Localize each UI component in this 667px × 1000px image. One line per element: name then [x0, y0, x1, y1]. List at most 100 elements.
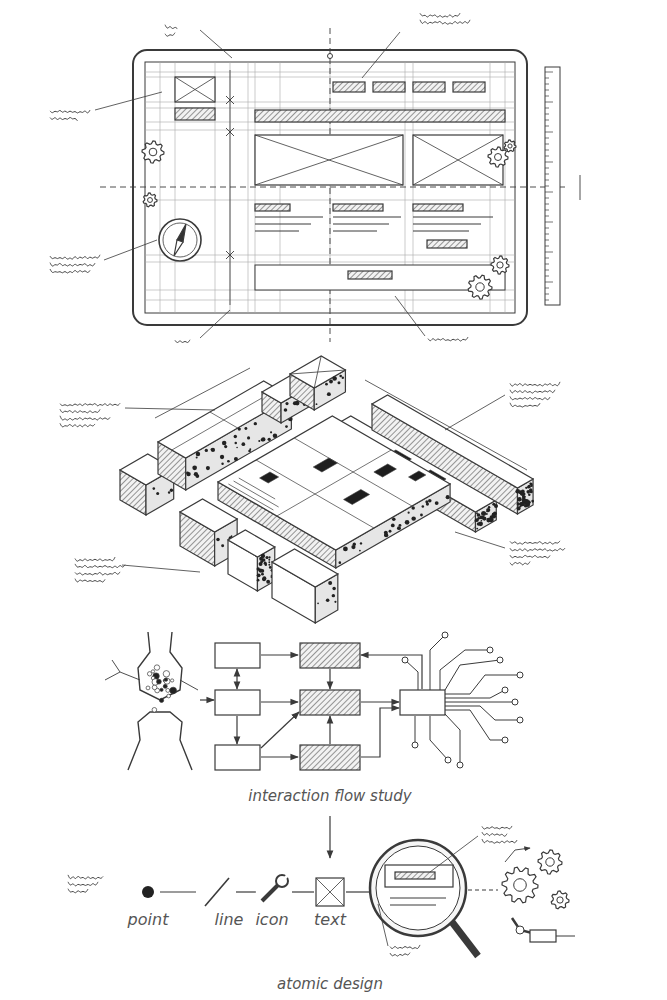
handwriting-scribble [390, 953, 410, 956]
annotation-mark [580, 175, 581, 200]
ruler-tick [545, 258, 549, 259]
atom-label: line [212, 910, 247, 929]
grid-line [145, 255, 515, 256]
robot-cable [556, 936, 575, 937]
iso-block [218, 416, 450, 568]
iso-face-top [180, 499, 237, 532]
texture-dot [519, 505, 521, 507]
flow-box [215, 745, 260, 770]
texture-dot [192, 466, 197, 471]
texture-dot [266, 557, 268, 559]
gear-hub [497, 262, 503, 268]
circuit-pad [457, 762, 463, 768]
iso-grid-line [256, 460, 374, 528]
circuit-pad [487, 647, 493, 653]
ruler-tick [545, 276, 549, 277]
iso-face-top [272, 549, 338, 587]
ruler-tick [545, 180, 549, 181]
texture-dot [525, 487, 527, 489]
leader-line [200, 310, 230, 338]
texture-dot [285, 402, 288, 405]
texture-dot [242, 442, 246, 446]
texture-dot [244, 427, 247, 430]
texture-dot [205, 449, 208, 452]
dashed-link [468, 889, 498, 890]
texture-dot [527, 486, 529, 488]
flow-box [215, 643, 260, 668]
texture-dot [261, 554, 265, 558]
leader-line [95, 92, 162, 110]
texture-dot [273, 434, 277, 438]
texture-dot [486, 518, 491, 523]
texture-dot [222, 441, 227, 446]
ruler-tick [545, 264, 549, 265]
nav-item [373, 82, 405, 92]
texture-dot [261, 437, 265, 441]
gear-icon [502, 867, 538, 903]
texture-dot [211, 448, 215, 452]
handwriting-scribble [75, 579, 105, 582]
grid-line [248, 62, 249, 313]
ruler-tick [545, 72, 553, 73]
flow-box [400, 690, 445, 715]
texture-dot [334, 601, 336, 603]
text-line [255, 217, 323, 218]
texture-dot [476, 528, 478, 530]
circuit-pad [497, 657, 503, 663]
flow-study [105, 632, 523, 858]
gear-hub [148, 198, 153, 203]
texture-dot [254, 422, 257, 425]
texture-dot [186, 472, 189, 475]
atom-label: point [125, 910, 172, 929]
texture-dot [238, 427, 241, 430]
ruler-tick [545, 132, 553, 133]
texture-dot [257, 573, 261, 577]
texture-dot [481, 511, 485, 515]
texture-dot [397, 526, 401, 530]
texture-dot [411, 506, 415, 510]
texture-dot [261, 569, 265, 573]
handwriting-scribble [420, 13, 460, 17]
ruler-tick [545, 294, 549, 295]
flow-arrow [236, 669, 237, 689]
circuit-trace [445, 710, 505, 740]
texture-dot [317, 602, 319, 604]
gear-hub [508, 144, 512, 148]
compass-ring [163, 223, 197, 257]
texture-dot [234, 435, 237, 438]
wrench-notch [282, 873, 290, 881]
image-placeholder-cross [413, 135, 503, 185]
zoomed-line [390, 905, 436, 906]
handwriting-scribble [68, 882, 98, 886]
dimension-tick [226, 96, 234, 104]
footer-button [348, 271, 392, 279]
magnifier-handle [452, 922, 478, 956]
dendrite [105, 672, 140, 680]
texture-dot [328, 581, 332, 585]
circuit-trace [445, 660, 500, 690]
text-line [413, 217, 493, 218]
handwriting-scribble [482, 839, 517, 843]
nav-item [413, 82, 445, 92]
flow-arrow [261, 712, 299, 748]
ruler-tick [545, 234, 549, 235]
texture-dot [384, 533, 388, 537]
circuit-trace [405, 660, 418, 690]
image-placeholder-cross [175, 77, 215, 102]
texture-dot [343, 547, 348, 552]
texture-dot [195, 474, 199, 478]
texture-dot [339, 375, 342, 378]
texture-dot [521, 502, 525, 506]
texture-dot [236, 447, 238, 449]
handwriting-scribble [68, 875, 103, 879]
gear-icon [143, 193, 157, 207]
texture-dot [259, 562, 263, 566]
heading-bar [333, 204, 383, 211]
vesicle [167, 694, 171, 698]
vesicle [146, 686, 150, 690]
synapse-receptor [128, 712, 192, 770]
connector-line [236, 891, 256, 892]
ruler [545, 67, 560, 305]
